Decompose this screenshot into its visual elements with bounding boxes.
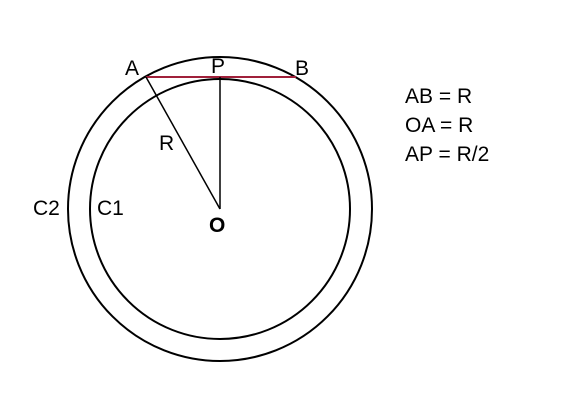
circle-c2-label: C2 [33, 197, 60, 220]
equation-oa: OA = R [405, 114, 473, 137]
point-a-label: A [125, 57, 139, 80]
outer-circle-c2 [67, 56, 373, 362]
segment-oa [145, 76, 221, 210]
radius-r-label: R [159, 132, 174, 155]
point-p-label: P [211, 55, 225, 78]
equation-ab: AB = R [405, 85, 472, 108]
equation-ap: AP = R/2 [405, 143, 489, 166]
circle-c1-label: C1 [97, 197, 124, 220]
point-b-label: B [295, 57, 309, 80]
center-o-label: O [209, 214, 225, 237]
